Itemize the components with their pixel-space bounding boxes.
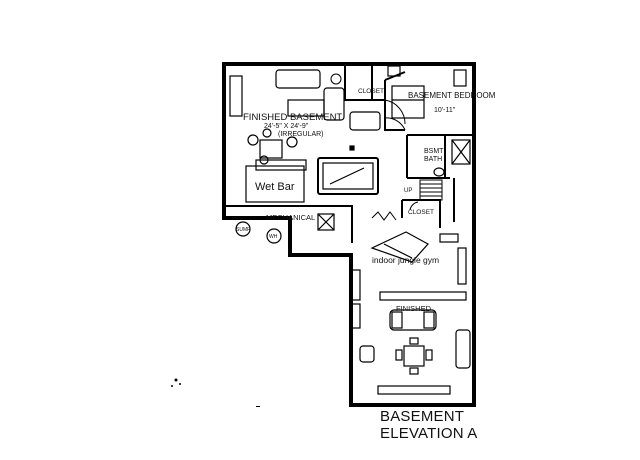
finished-top-note: (IRREGULAR) <box>278 131 324 138</box>
furniture-top-room <box>229 69 381 203</box>
mechanical-equipment <box>235 213 335 244</box>
bath-label-line1: BSMT <box>424 148 444 155</box>
closet-mid-label: CLOSET <box>408 209 434 216</box>
room-labels: FINISHED BASEMENT 24'-5" X 24'-9" (IRREG… <box>236 88 496 313</box>
wet-bar-label: Wet Bar <box>255 181 295 193</box>
mechanical-label: MECHANICAL <box>266 213 315 222</box>
caption-line-2: ELEVATION A <box>380 425 478 442</box>
stair-up-label: UP <box>404 188 412 194</box>
stairs <box>371 179 443 221</box>
door-swing <box>330 73 406 131</box>
finished-bottom-label: FINISHED <box>396 304 432 313</box>
caption-line-1: BASEMENT <box>380 408 465 425</box>
jungle-gym-label: indoor jungle gym <box>372 255 439 265</box>
exterior-walls <box>222 62 476 407</box>
plan-caption: BASEMENT ELEVATION A <box>380 408 478 442</box>
finished-top-dimensions: 24'-5" X 24'-9" <box>264 123 309 130</box>
scan-marks <box>171 378 260 407</box>
furniture-bedroom <box>387 65 467 119</box>
bath-fixtures <box>433 139 471 177</box>
bedroom-name: BASEMENT BEDROOM <box>408 91 496 100</box>
sump-label: SUMP <box>236 227 251 233</box>
wh-label: WH <box>269 234 278 240</box>
bath-label-line2: BATH <box>424 156 442 163</box>
bedroom-dimensions: 10'-11" <box>434 107 456 114</box>
finished-top-name: FINISHED BASEMENT <box>243 112 342 123</box>
furniture-lower-room <box>351 231 471 395</box>
closet-top-label: CLOSET <box>358 88 384 95</box>
